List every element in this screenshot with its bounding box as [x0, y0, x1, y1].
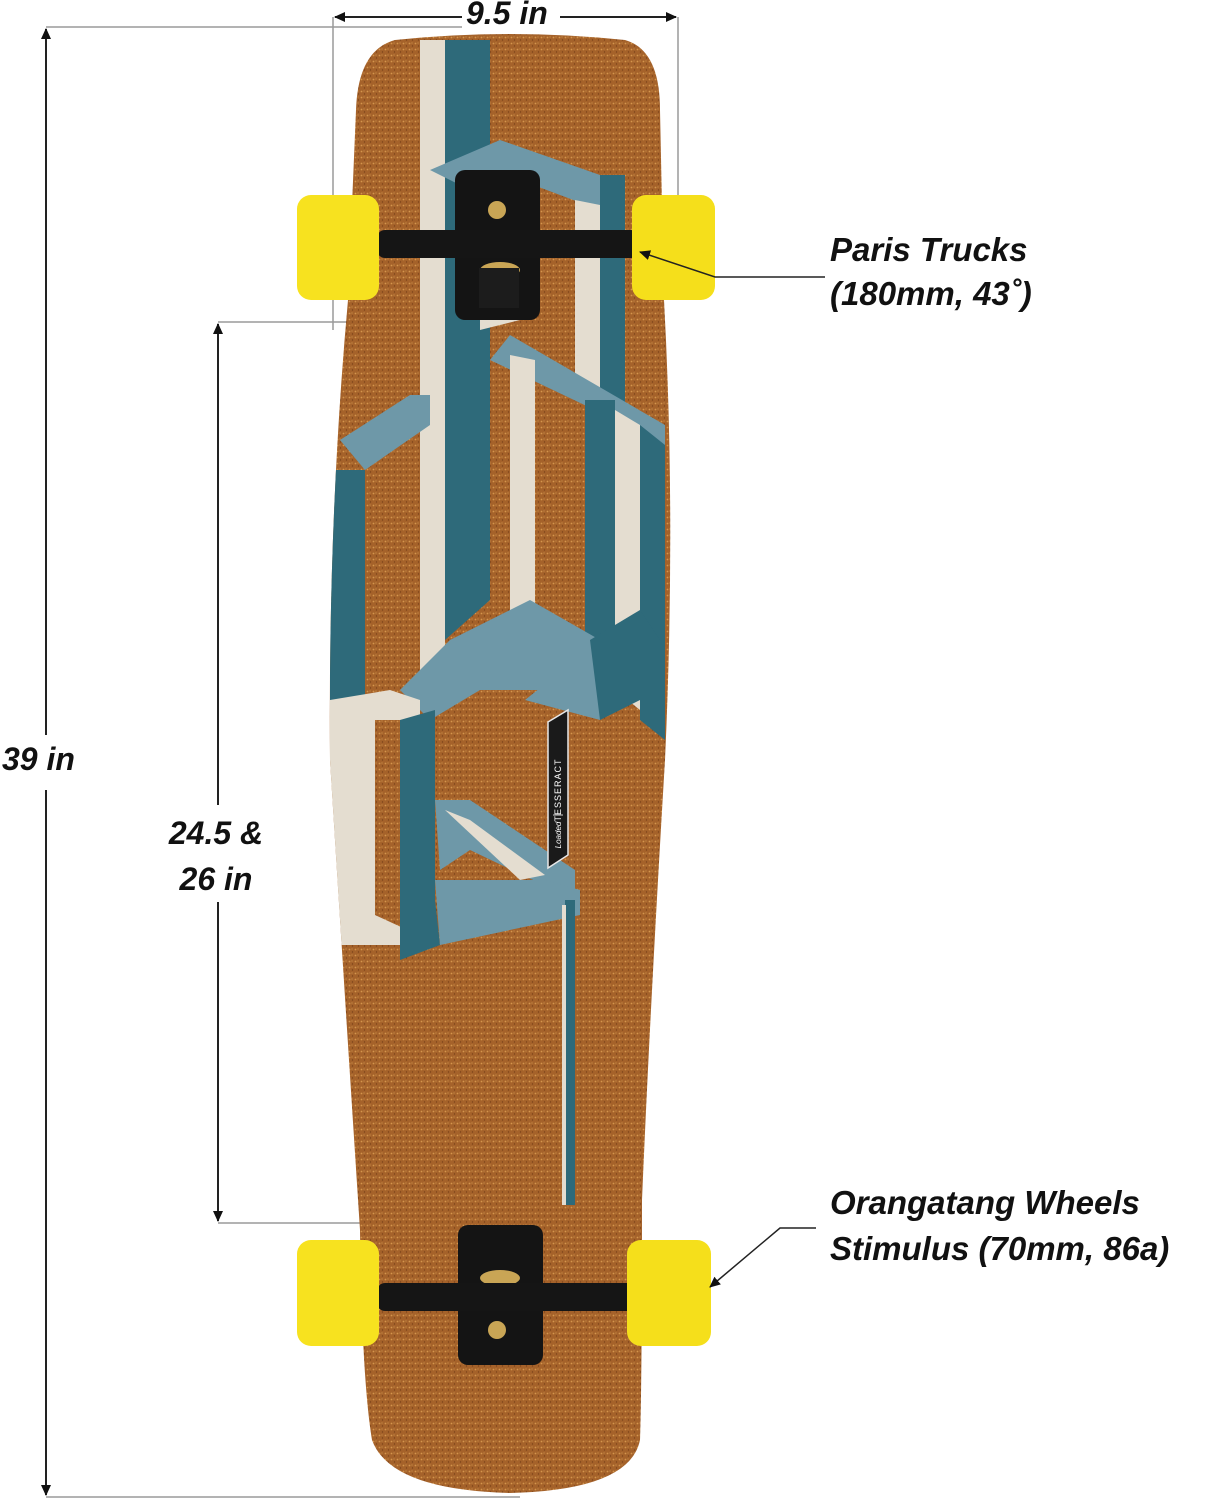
trucks-callout: Paris Trucks (180mm, 43˚)	[830, 228, 1032, 316]
wheelbase-line-2: 26 in	[179, 861, 253, 897]
trucks-leader-arrow	[639, 250, 825, 278]
rear-truck	[377, 1225, 639, 1365]
width-dimension-label: 9.5 in	[462, 0, 552, 33]
wheels-callout: Orangatang Wheels Stimulus (70mm, 86a)	[830, 1180, 1169, 1272]
wheelbase-line-1: 24.5 &	[168, 815, 264, 851]
trucks-callout-line-1: Paris Trucks	[830, 231, 1028, 268]
front-truck-hanger	[377, 230, 639, 258]
dimension-lines	[41, 12, 677, 1496]
front-truck	[377, 170, 639, 320]
wheel-front-right	[632, 195, 715, 300]
trucks-callout-line-2: (180mm, 43˚)	[830, 275, 1032, 312]
rear-wheels	[297, 1240, 711, 1346]
wheel-front-left	[297, 195, 379, 300]
wheels-callout-line-1: Orangatang Wheels	[830, 1184, 1140, 1221]
deck-label-tag: TESSERACT Loaded	[547, 708, 569, 870]
front-wheels	[297, 195, 715, 300]
wheels-leader-arrow	[709, 1227, 816, 1288]
rear-truck-hanger	[377, 1283, 639, 1311]
callout-leaders	[639, 250, 825, 1288]
wheel-rear-left	[297, 1240, 379, 1346]
tesseract-text: TESSERACT	[553, 758, 563, 821]
wheelbase-dimension-label: 24.5 & 26 in	[154, 810, 278, 902]
length-dimension-label: 39 in	[2, 740, 75, 779]
brand-logo: Loaded	[554, 821, 563, 848]
wheels-callout-line-2: Stimulus (70mm, 86a)	[830, 1230, 1170, 1267]
kingpin-nut-icon	[488, 201, 506, 219]
kingpin-nut-icon	[488, 1321, 506, 1339]
wheel-rear-right	[627, 1240, 711, 1346]
